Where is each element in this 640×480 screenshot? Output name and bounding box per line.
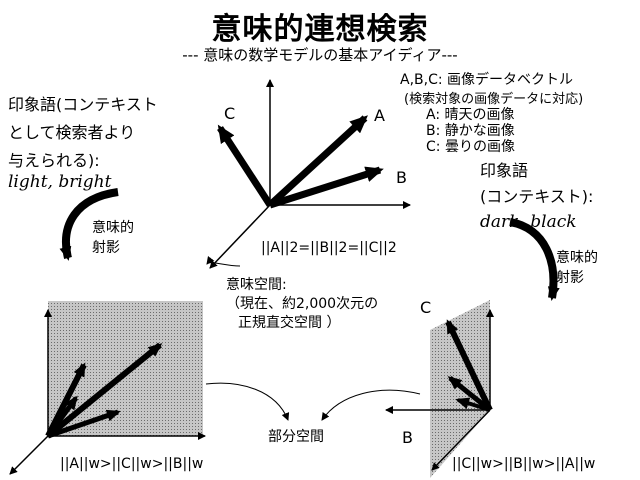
legend-item-b: B: 静かな画像 xyxy=(426,123,515,139)
right-context-words: dark, black xyxy=(480,212,577,232)
left-subspace-axes xyxy=(9,309,206,475)
legend-item-a: A: 晴天の画像 xyxy=(426,107,515,123)
vector-a-arrow-icon xyxy=(267,115,368,208)
right-subspace-axes xyxy=(385,309,494,471)
left-context-words: light, bright xyxy=(8,172,112,192)
left-vector-b-arrow-icon xyxy=(47,409,121,439)
norm-equation: ||A||2=||B||2=||C||2 xyxy=(261,240,397,256)
projection-label-line: 射影 xyxy=(556,270,584,286)
left-result-ordering: ||A||w>||C||w>||B||w xyxy=(60,456,204,472)
vector-b-arrow-icon xyxy=(268,166,384,209)
semantic-space-description: 意味空間: （現在、約2,000次元の 正規直交空間 ） xyxy=(226,276,378,333)
right-result-ordering: ||C||w>||B||w>||A||w xyxy=(452,456,596,472)
semantic-space-line: 正規直交空間 ） xyxy=(238,315,341,331)
projection-label-line: 意味的 xyxy=(556,250,598,266)
vector-c-arrow-icon xyxy=(217,124,273,207)
right-subspace-vectors xyxy=(445,319,493,412)
right-context-heading: 印象語 (コンテキスト): xyxy=(480,160,593,208)
semantic-space-pointer-arrow-icon xyxy=(206,256,241,267)
legend-item-c: C: 曇りの画像 xyxy=(426,139,515,155)
left-context-heading: 印象語(コンテキスト として検索者より 与えられる): xyxy=(8,94,158,172)
right-label-b: B xyxy=(402,428,413,447)
left-context-line: 与えられる): xyxy=(8,151,100,170)
left-subspace-vectors xyxy=(45,342,163,439)
center-vectors xyxy=(217,115,384,209)
right-projection-curved-arrow-icon xyxy=(509,218,560,301)
subspace-label: 部分空間 xyxy=(268,429,324,445)
page-subtitle: --- 意味の数学モデルの基本アイディア--- xyxy=(182,46,458,64)
page-title: 意味的連想検索 xyxy=(211,12,429,47)
right-context-line: 印象語 xyxy=(480,161,529,180)
projection-label-right: 意味的 射影 xyxy=(556,250,598,286)
projection-label-line: 意味的 xyxy=(92,220,134,236)
left-subspace-pointer-arrow-icon xyxy=(205,382,290,421)
left-context-line: として検索者より xyxy=(8,123,136,142)
left-vector-extra-arrow-icon xyxy=(45,395,79,438)
right-vector-a-arrow-icon xyxy=(447,376,492,412)
center-axis-left xyxy=(209,204,271,269)
legend-subheader: (検索対象の画像データに対応) xyxy=(404,92,584,107)
right-vector-c-arrow-icon xyxy=(445,319,493,412)
left-vector-a-arrow-icon xyxy=(46,342,163,439)
right-axis-down xyxy=(431,409,491,471)
right-subspace-pointer-arrow-icon xyxy=(321,389,421,421)
center-axes xyxy=(209,79,411,269)
projection-label-left: 意味的 射影 xyxy=(92,220,134,256)
center-label-c: C xyxy=(224,104,236,123)
right-vector-b-arrow-icon xyxy=(455,397,491,412)
center-label-a: A xyxy=(374,106,385,125)
right-context-line: (コンテキスト): xyxy=(480,187,594,206)
right-label-c: C xyxy=(420,298,432,317)
left-context-line: 印象語(コンテキスト xyxy=(8,95,158,114)
legend-header: A,B,C: 画像データベクトル xyxy=(400,72,574,88)
left-axis-down xyxy=(9,435,49,475)
center-label-b: B xyxy=(396,168,407,187)
projection-label-line: 射影 xyxy=(92,240,120,256)
vector-legend: A,B,C: 画像データベクトル (検索対象の画像データに対応) A: 晴天の画… xyxy=(400,72,583,155)
semantic-space-line: （現在、約2,000次元の xyxy=(226,296,379,312)
left-projection-curved-arrow-icon xyxy=(59,188,119,261)
semantic-space-line: 意味空間: xyxy=(226,277,287,293)
